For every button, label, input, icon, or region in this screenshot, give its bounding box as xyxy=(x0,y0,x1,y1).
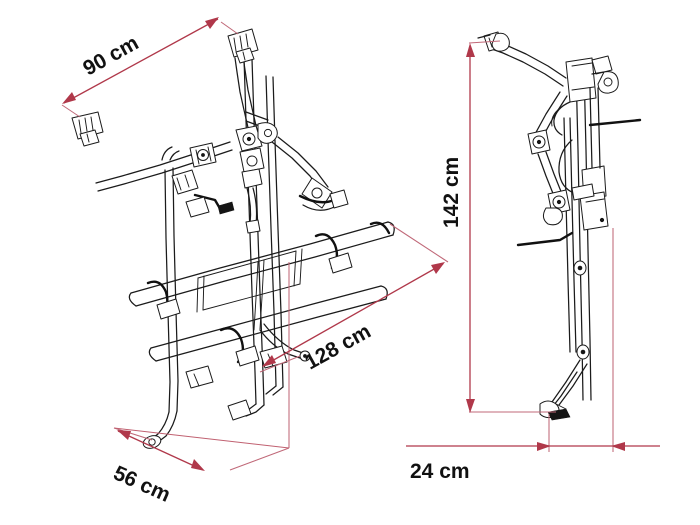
upper-right-mounting-pad xyxy=(227,28,259,64)
upper-left-mounting-pad xyxy=(71,111,104,147)
lower-diagonal-brace xyxy=(259,323,311,362)
wheel-clamps xyxy=(146,221,391,367)
side-strap-loop xyxy=(551,101,575,194)
dimension-142cm: 142 cm xyxy=(440,40,556,413)
dimension-label-24cm: 24 cm xyxy=(410,460,470,483)
side-rear-bracket xyxy=(571,87,609,231)
dimension-24cm: 24 cm xyxy=(406,228,660,483)
side-view xyxy=(477,31,642,421)
side-top-clamp-block xyxy=(565,55,619,103)
securing-strap xyxy=(193,187,261,234)
side-middle-strut xyxy=(527,91,571,226)
right-clamp-assembly xyxy=(271,136,349,211)
side-horizontal-indicators xyxy=(516,118,642,247)
wheel-rails xyxy=(128,221,395,362)
rail-support-struts xyxy=(196,248,303,331)
side-bottom-foot xyxy=(539,359,588,421)
left-arm-hinge xyxy=(189,142,217,168)
upper-hinge-assembly xyxy=(235,122,278,189)
front-three-quarter-view xyxy=(71,28,395,449)
side-main-column xyxy=(563,67,592,401)
side-tube-collars xyxy=(573,260,590,360)
dimension-label-142cm: 142 cm xyxy=(440,157,463,228)
rail-strap-hooks xyxy=(171,169,210,218)
